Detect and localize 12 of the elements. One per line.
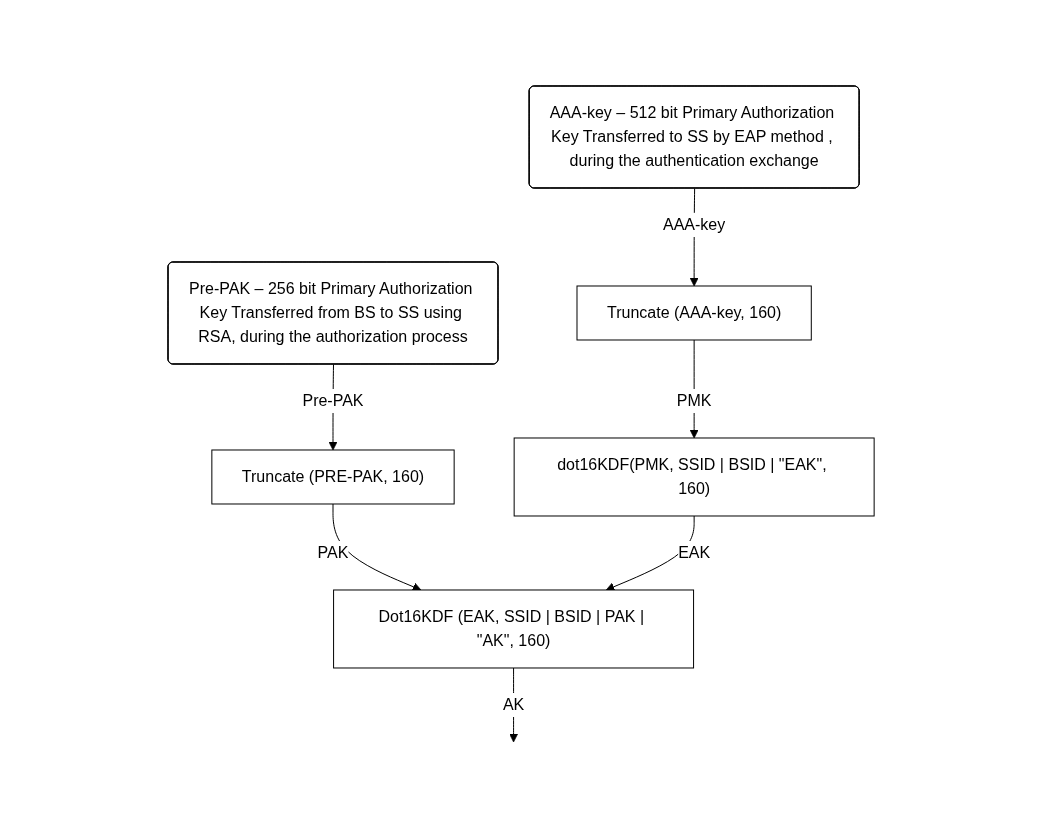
edge-label: PAK <box>317 543 349 561</box>
edge-label: EAK <box>678 543 711 561</box>
arrow <box>509 667 518 743</box>
edge-label: PMK <box>676 391 712 409</box>
node-box: dot16KDF(PMK, SSID | BSID | "EAK", 160) <box>513 437 875 517</box>
edge-label: Pre-PAK <box>302 391 364 409</box>
node-box: Dot16KDF (EAK, SSID | BSID | PAK | "AK", 160) <box>333 589 694 669</box>
arrow <box>332 503 422 591</box>
edge-label: AK <box>502 695 525 713</box>
edge-label: AAA-key <box>662 216 726 233</box>
node-box: Truncate (PRE-PAK, 160) <box>211 449 455 505</box>
node-box: Truncate (AAA-key, 160) <box>576 285 812 341</box>
